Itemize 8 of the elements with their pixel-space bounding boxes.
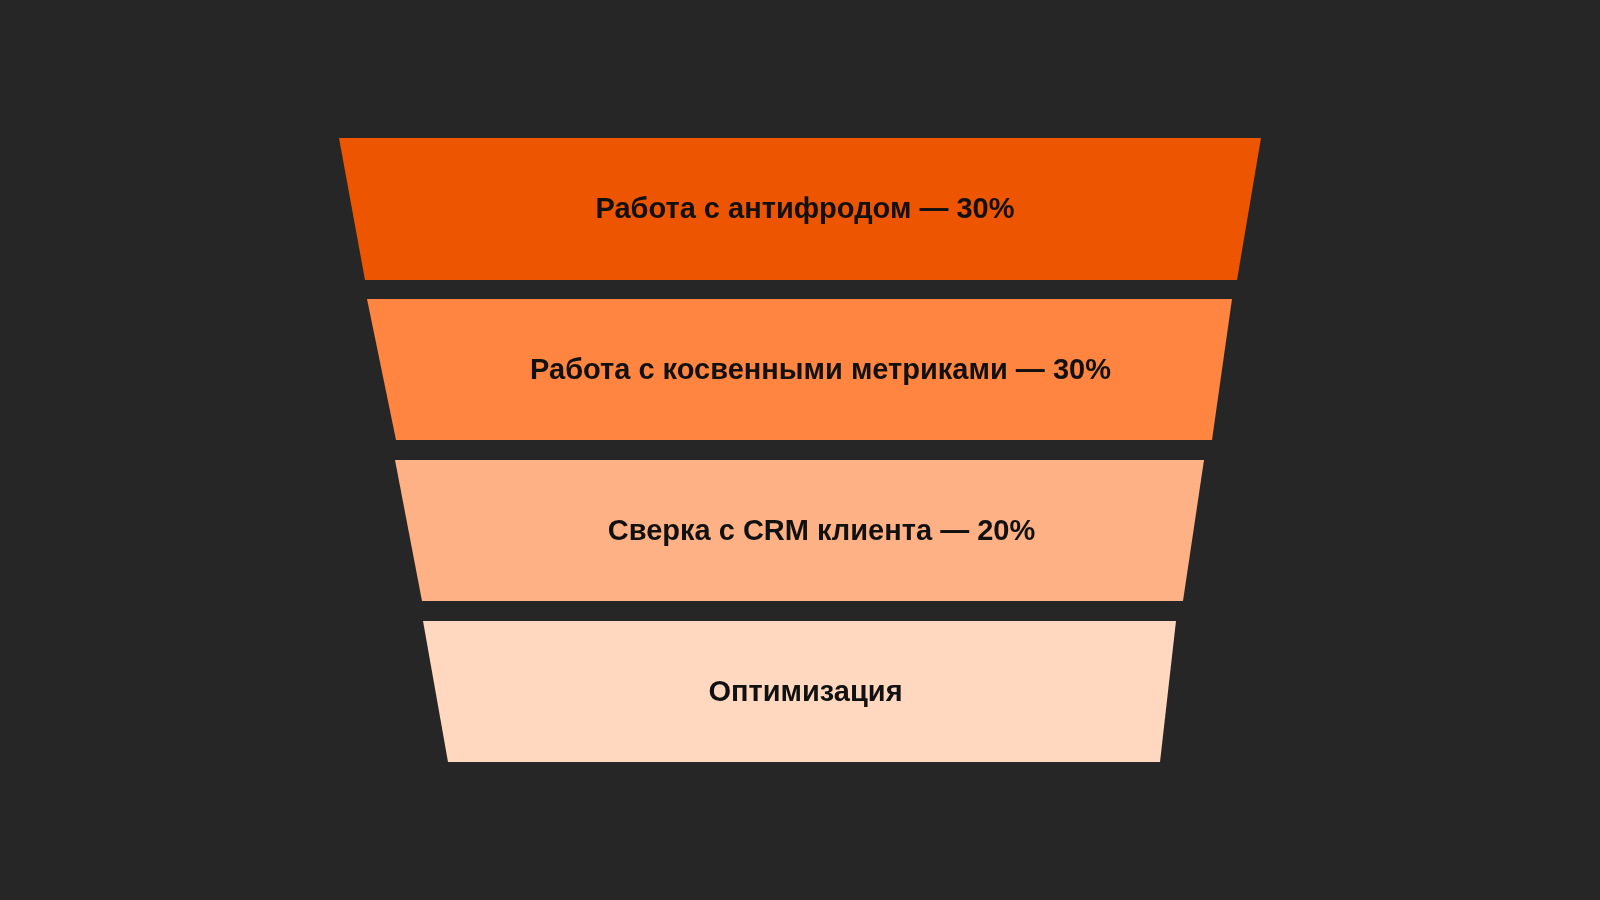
funnel-stage	[395, 460, 1204, 601]
funnel-stage	[339, 138, 1261, 280]
stage-label: Работа с косвенными метриками — 30%	[530, 351, 1111, 387]
stage-label: Сверка с CRM клиента — 20%	[607, 512, 1036, 548]
stage-label: Оптимизация	[708, 673, 903, 709]
stage-label: Работа с антифродом — 30%	[595, 191, 1015, 227]
funnel-stage	[423, 621, 1176, 762]
funnel-stage	[367, 299, 1232, 440]
